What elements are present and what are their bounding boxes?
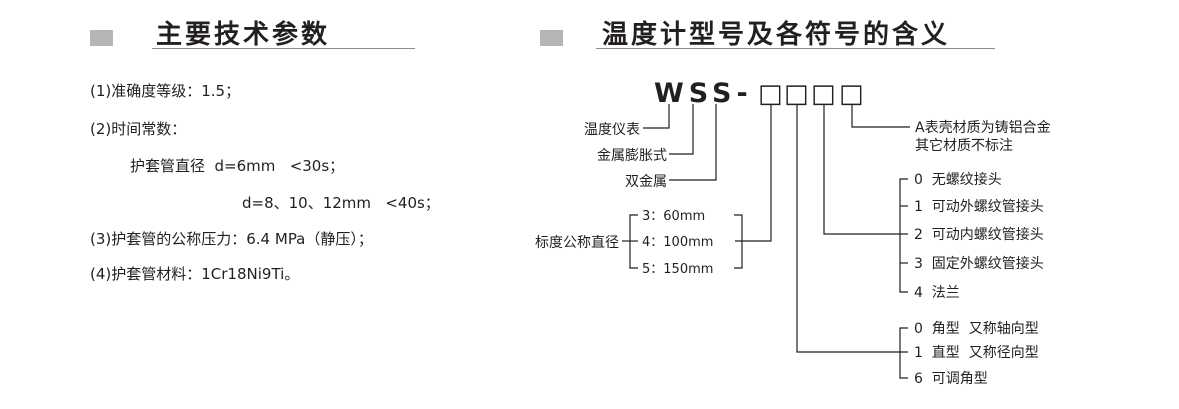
model-title-rule xyxy=(596,48,995,49)
model-code-box-3: □ xyxy=(811,79,836,109)
diameter-option-100mm: 4：100mm xyxy=(642,235,713,250)
angle-option-1: 1 直型 又称径向型 xyxy=(914,344,1039,361)
spec-accuracy: (1)准确度等级：1.5； xyxy=(90,82,241,100)
model-code-box-4: □ xyxy=(839,79,864,109)
spec-diameter-8-12mm: d=8、10、12mm <40s； xyxy=(242,194,440,212)
angle-option-6: 6 可调角型 xyxy=(914,371,988,387)
connection-option-4: 4 法兰 xyxy=(914,285,960,301)
specs-title-rule xyxy=(152,48,415,49)
connection-option-0: 0 无螺纹接头 xyxy=(914,171,1002,188)
spec-diameter-6mm: 护套管直径 d=6mm <30s； xyxy=(130,157,345,175)
model-code-prefix: WSS- xyxy=(654,78,753,109)
spec-nominal-pressure: (3)护套管的公称压力：6.4 MPa（静压）； xyxy=(90,230,373,248)
section-marker xyxy=(90,30,113,46)
label-bimetal: 双金属 xyxy=(625,174,667,190)
model-code-box-2: □ xyxy=(784,79,809,109)
model-code-box-1: □ xyxy=(758,79,783,109)
diameter-option-150mm: 5：150mm xyxy=(642,262,713,277)
model-title: 温度计型号及各符号的含义 xyxy=(602,20,951,50)
angle-option-0: 0 角型 又称轴向型 xyxy=(914,321,1039,337)
label-scale-diameter: 标度公称直径 xyxy=(535,234,619,251)
connection-option-3: 3 固定外螺纹管接头 xyxy=(914,255,1044,272)
connector-lines xyxy=(622,104,910,379)
connection-option-1: 1 可动外螺纹管接头 xyxy=(914,198,1044,215)
label-metal-expansion: 金属膨胀式 xyxy=(597,147,667,164)
specs-title: 主要技术参数 xyxy=(156,20,331,50)
spec-time-constant: (2)时间常数： xyxy=(90,120,187,138)
model-header: 温度计型号及各符号的含义 xyxy=(540,8,995,52)
diameter-option-60mm: 3：60mm xyxy=(642,209,705,224)
spec-material: (4)护套管材料：1Cr18Ni9Ti。 xyxy=(90,265,300,283)
label-temperature-instrument: 温度仪表 xyxy=(584,122,640,138)
specs-header: 主要技术参数 xyxy=(90,8,415,52)
section-marker xyxy=(540,30,563,46)
material-note-line-1: A表壳材质为铸铝合金 xyxy=(915,119,1051,136)
connection-option-2: 2 可动内螺纹管接头 xyxy=(914,226,1044,243)
material-note-line-2: 其它材质不标注 xyxy=(915,137,1013,154)
